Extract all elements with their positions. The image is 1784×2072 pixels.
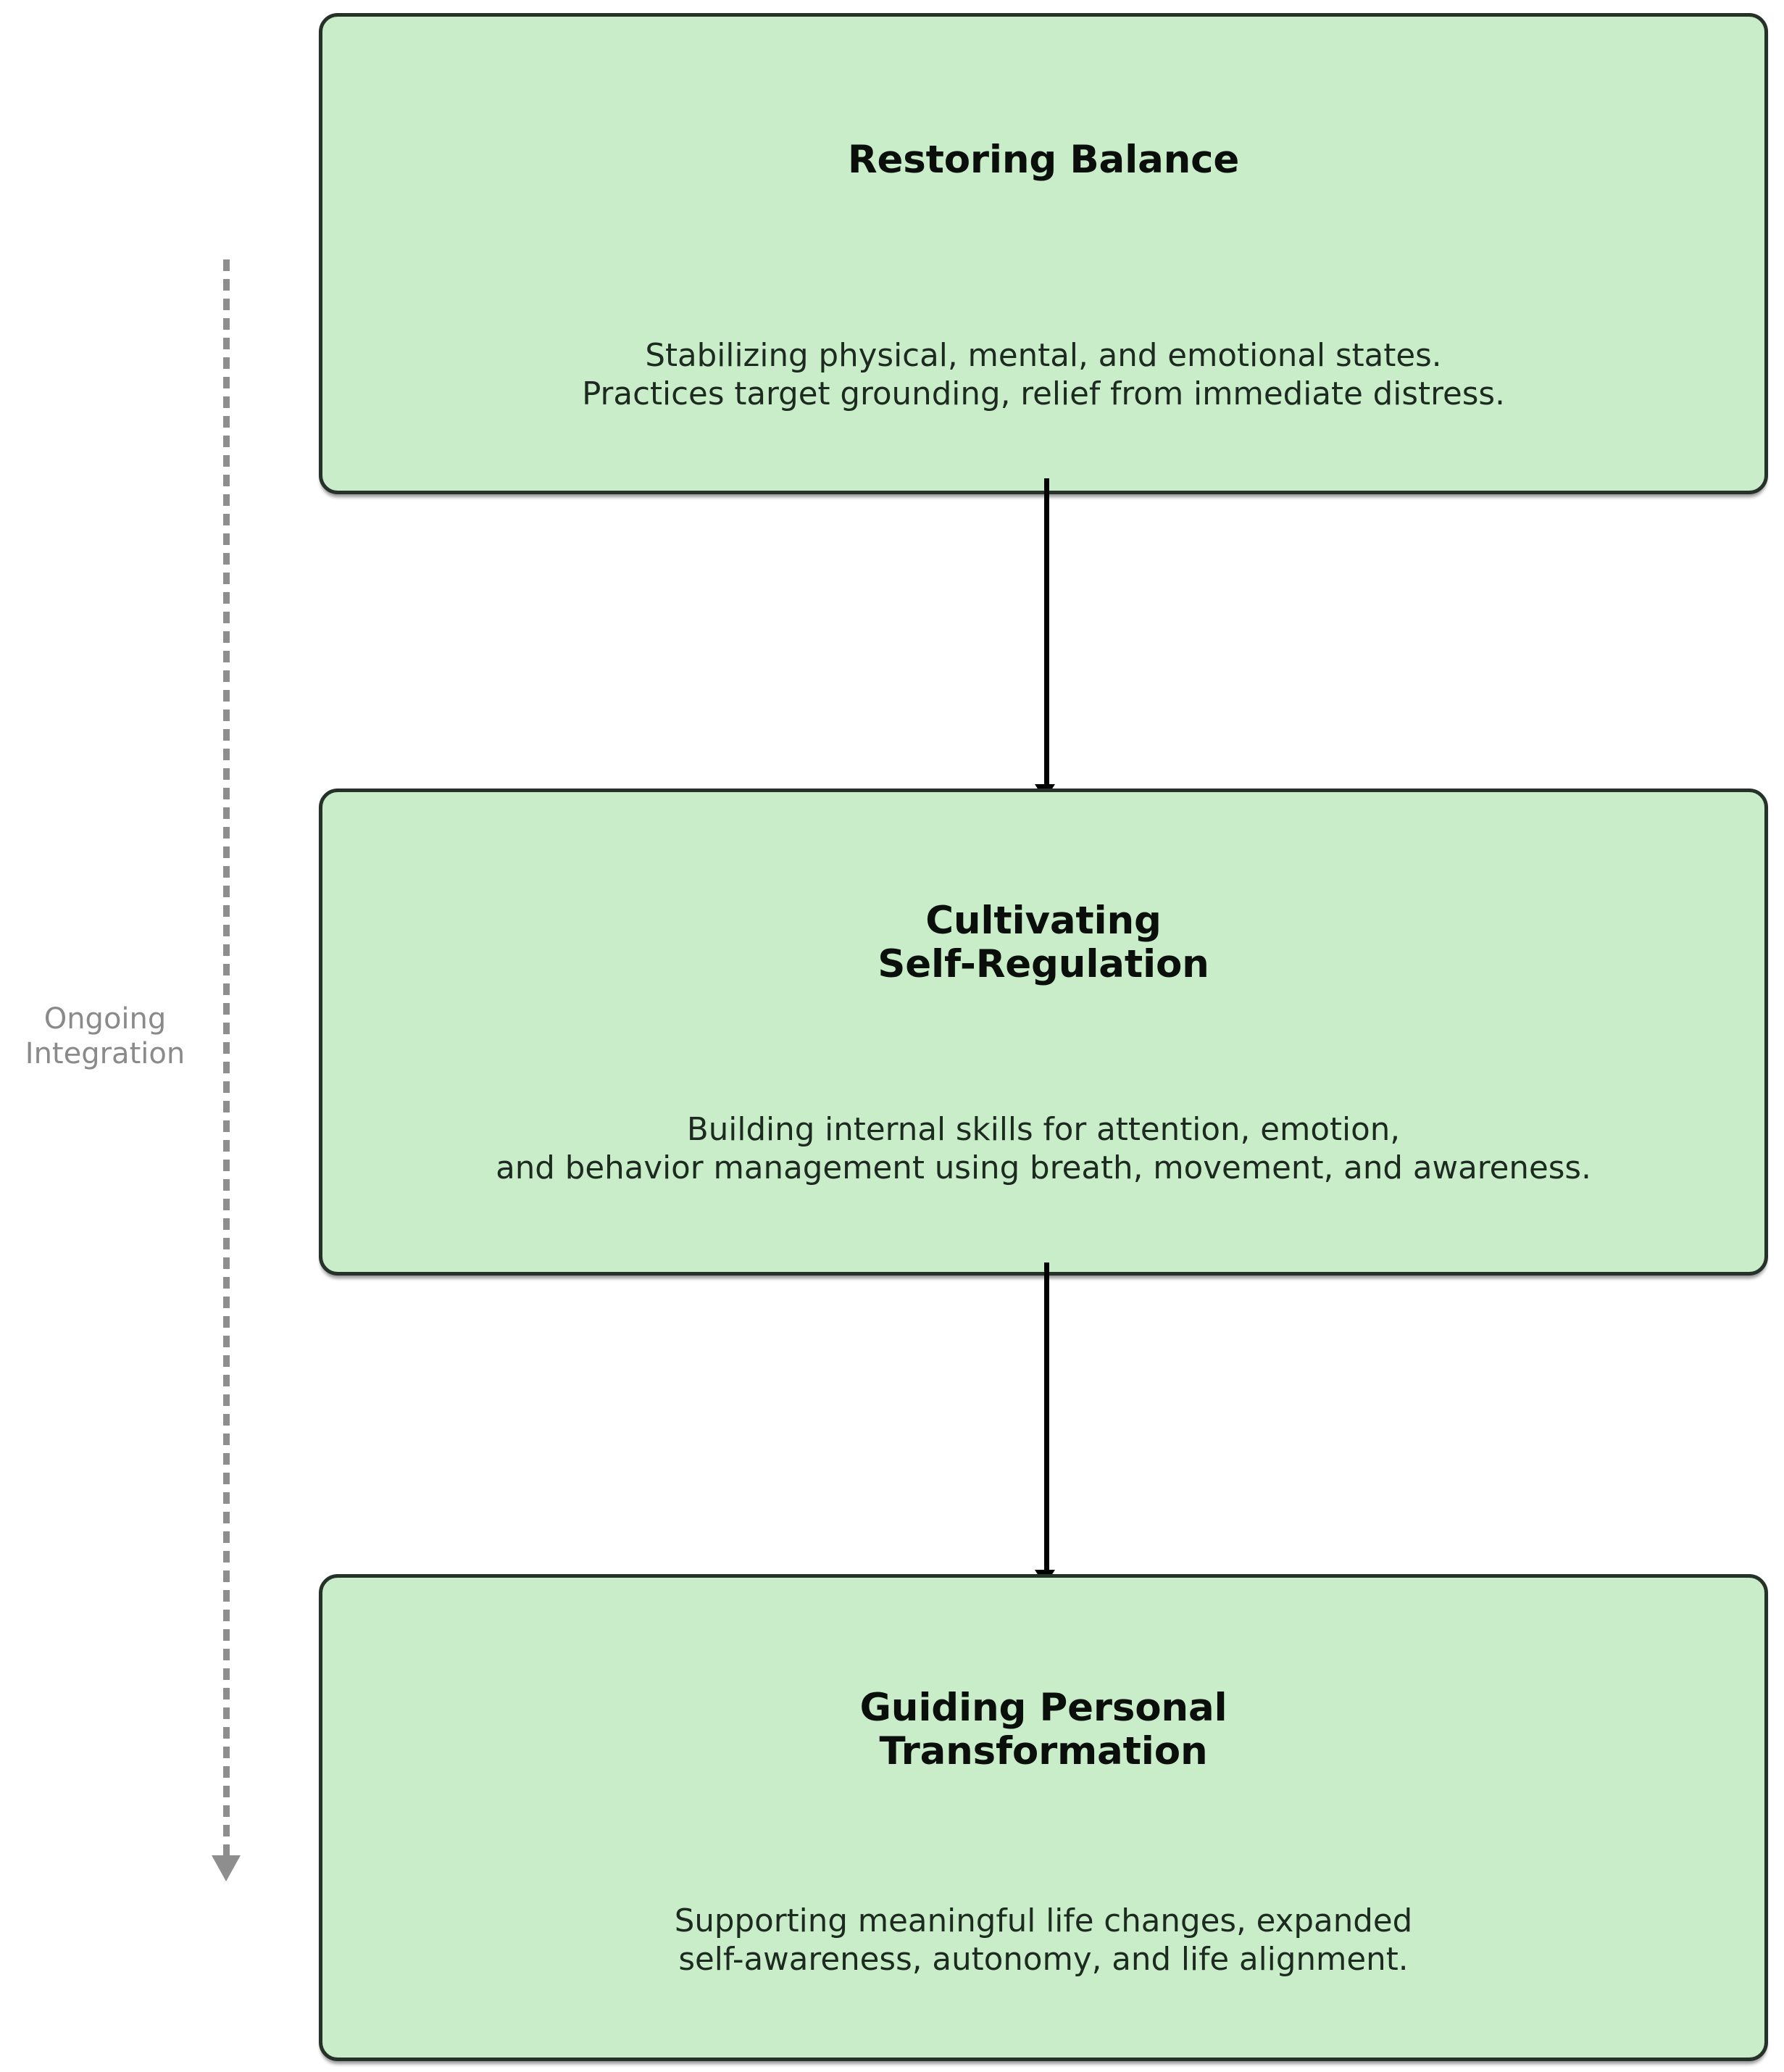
stage-description-restoring-balance: Stabilizing physical, mental, and emotio… — [582, 338, 1505, 413]
stage-box-restoring-balance[interactable]: Restoring Balance Stabilizing physical, … — [319, 13, 1768, 494]
stage-title-guiding-personal-transformation: Guiding Personal Transformation — [859, 1686, 1227, 1773]
stage-title-restoring-balance: Restoring Balance — [847, 138, 1240, 182]
ongoing-integration-arrowhead-icon — [212, 1855, 241, 1881]
connector-stage2-to-stage3 — [1044, 1262, 1049, 1585]
stage-description-guiding-personal-transformation: Supporting meaningful life changes, expa… — [674, 1903, 1413, 1979]
ongoing-integration-dashed-line — [223, 259, 230, 1861]
ongoing-integration-label: Ongoing Integration — [25, 1002, 186, 1070]
stage-box-cultivating-self-regulation[interactable]: Cultivating Self-Regulation Building int… — [319, 789, 1768, 1276]
stage-box-guiding-personal-transformation[interactable]: Guiding Personal Transformation Supporti… — [319, 1574, 1768, 2061]
stage-description-cultivating-self-regulation: Building internal skills for attention, … — [496, 1112, 1591, 1187]
stage-title-cultivating-self-regulation: Cultivating Self-Regulation — [878, 899, 1209, 986]
connector-stage1-to-stage2 — [1044, 478, 1049, 799]
